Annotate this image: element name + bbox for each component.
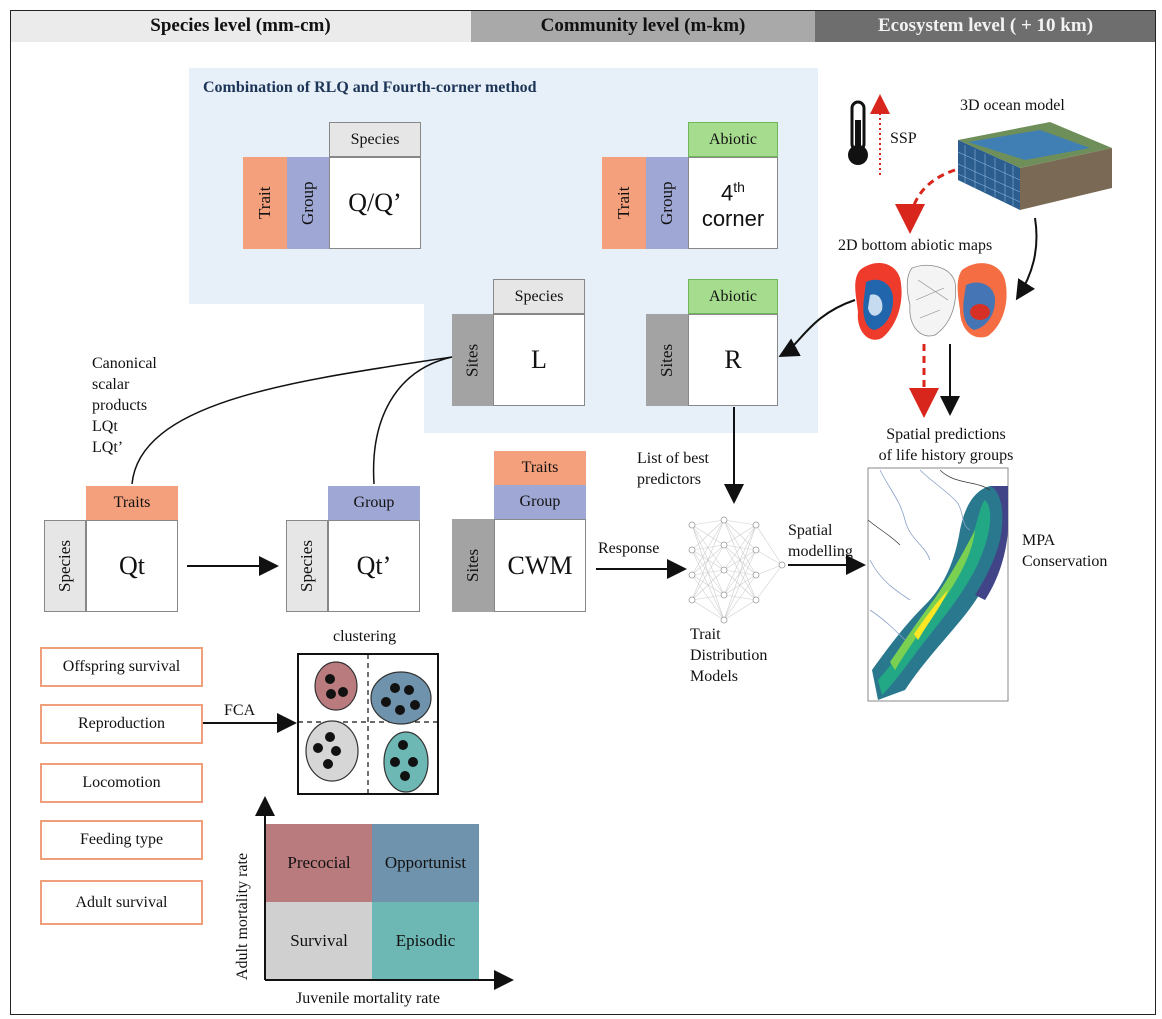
trait-box-locomotion: Locomotion [40,763,203,803]
fourth-top-abiotic: Abiotic [688,122,778,157]
quadrant-precocial: Precocial [266,824,372,902]
clustering-label: clustering [333,628,397,645]
cwm-main: CWM [494,519,586,612]
quadrant-survival: Survival [266,902,372,979]
arrow-ssp-red [895,168,956,234]
header-ecosystem-level: Ecosystem level ( + 10 km) [877,15,1094,36]
trait-box-adult-survival: Adult survival [40,880,203,925]
rlq-panel-title: Combination of RLQ and Fourth-corner met… [203,79,537,96]
cwm-top-group: Group [494,485,586,519]
fca-label: FCA [224,702,256,719]
l-top-species: Species [493,279,585,314]
header-community-level: Community level (m-km) [540,15,746,36]
r-top-abiotic: Abiotic [688,279,778,314]
trait-box-offspring-survival: Offspring survival [40,647,203,687]
l-main: L [493,314,585,406]
qt-main: Qt [86,520,178,612]
curve-sites-to-qt [131,356,453,485]
diagram-frame [10,10,1156,1015]
fourth-main: 4th corner [688,157,778,249]
quadrant-episodic: Episodic [372,902,479,979]
cwm-top-traits: Traits [494,451,586,485]
q-main: Q/Q’ [329,157,421,249]
quadrant-opportunist: Opportunist [372,824,479,902]
header-band-ecosystem [815,10,1156,42]
ssp-label: SSP [890,130,917,147]
arrow-model-to-maps [1015,217,1038,301]
fourth-main-line1: 4th [721,178,745,206]
y-axis-label: Adult mortality rate [234,852,251,980]
q-top-species: Species [329,122,421,157]
qt2-top-group: Group [328,486,420,520]
fourth-main-line2: corner [701,206,765,232]
x-axis-label: Juvenile mortality rate [296,990,440,1007]
header-band-species [10,10,471,42]
curve-sites-to-qt2 [372,356,453,485]
header-species-level: Species level (mm-cm) [150,15,331,36]
arrow-maps-to-r [778,299,856,357]
qt2-main: Qt’ [328,520,420,612]
qt-top-traits: Traits [86,486,178,520]
abiotic-maps-label: 2D bottom abiotic maps [838,237,993,254]
ocean-model-label: 3D ocean model [960,97,1065,114]
r-main: R [688,314,778,406]
response-label: Response [598,540,660,557]
trait-box-feeding-type: Feeding type [40,820,203,860]
header-band-community [471,10,815,42]
trait-box-reproduction: Reproduction [40,704,203,744]
